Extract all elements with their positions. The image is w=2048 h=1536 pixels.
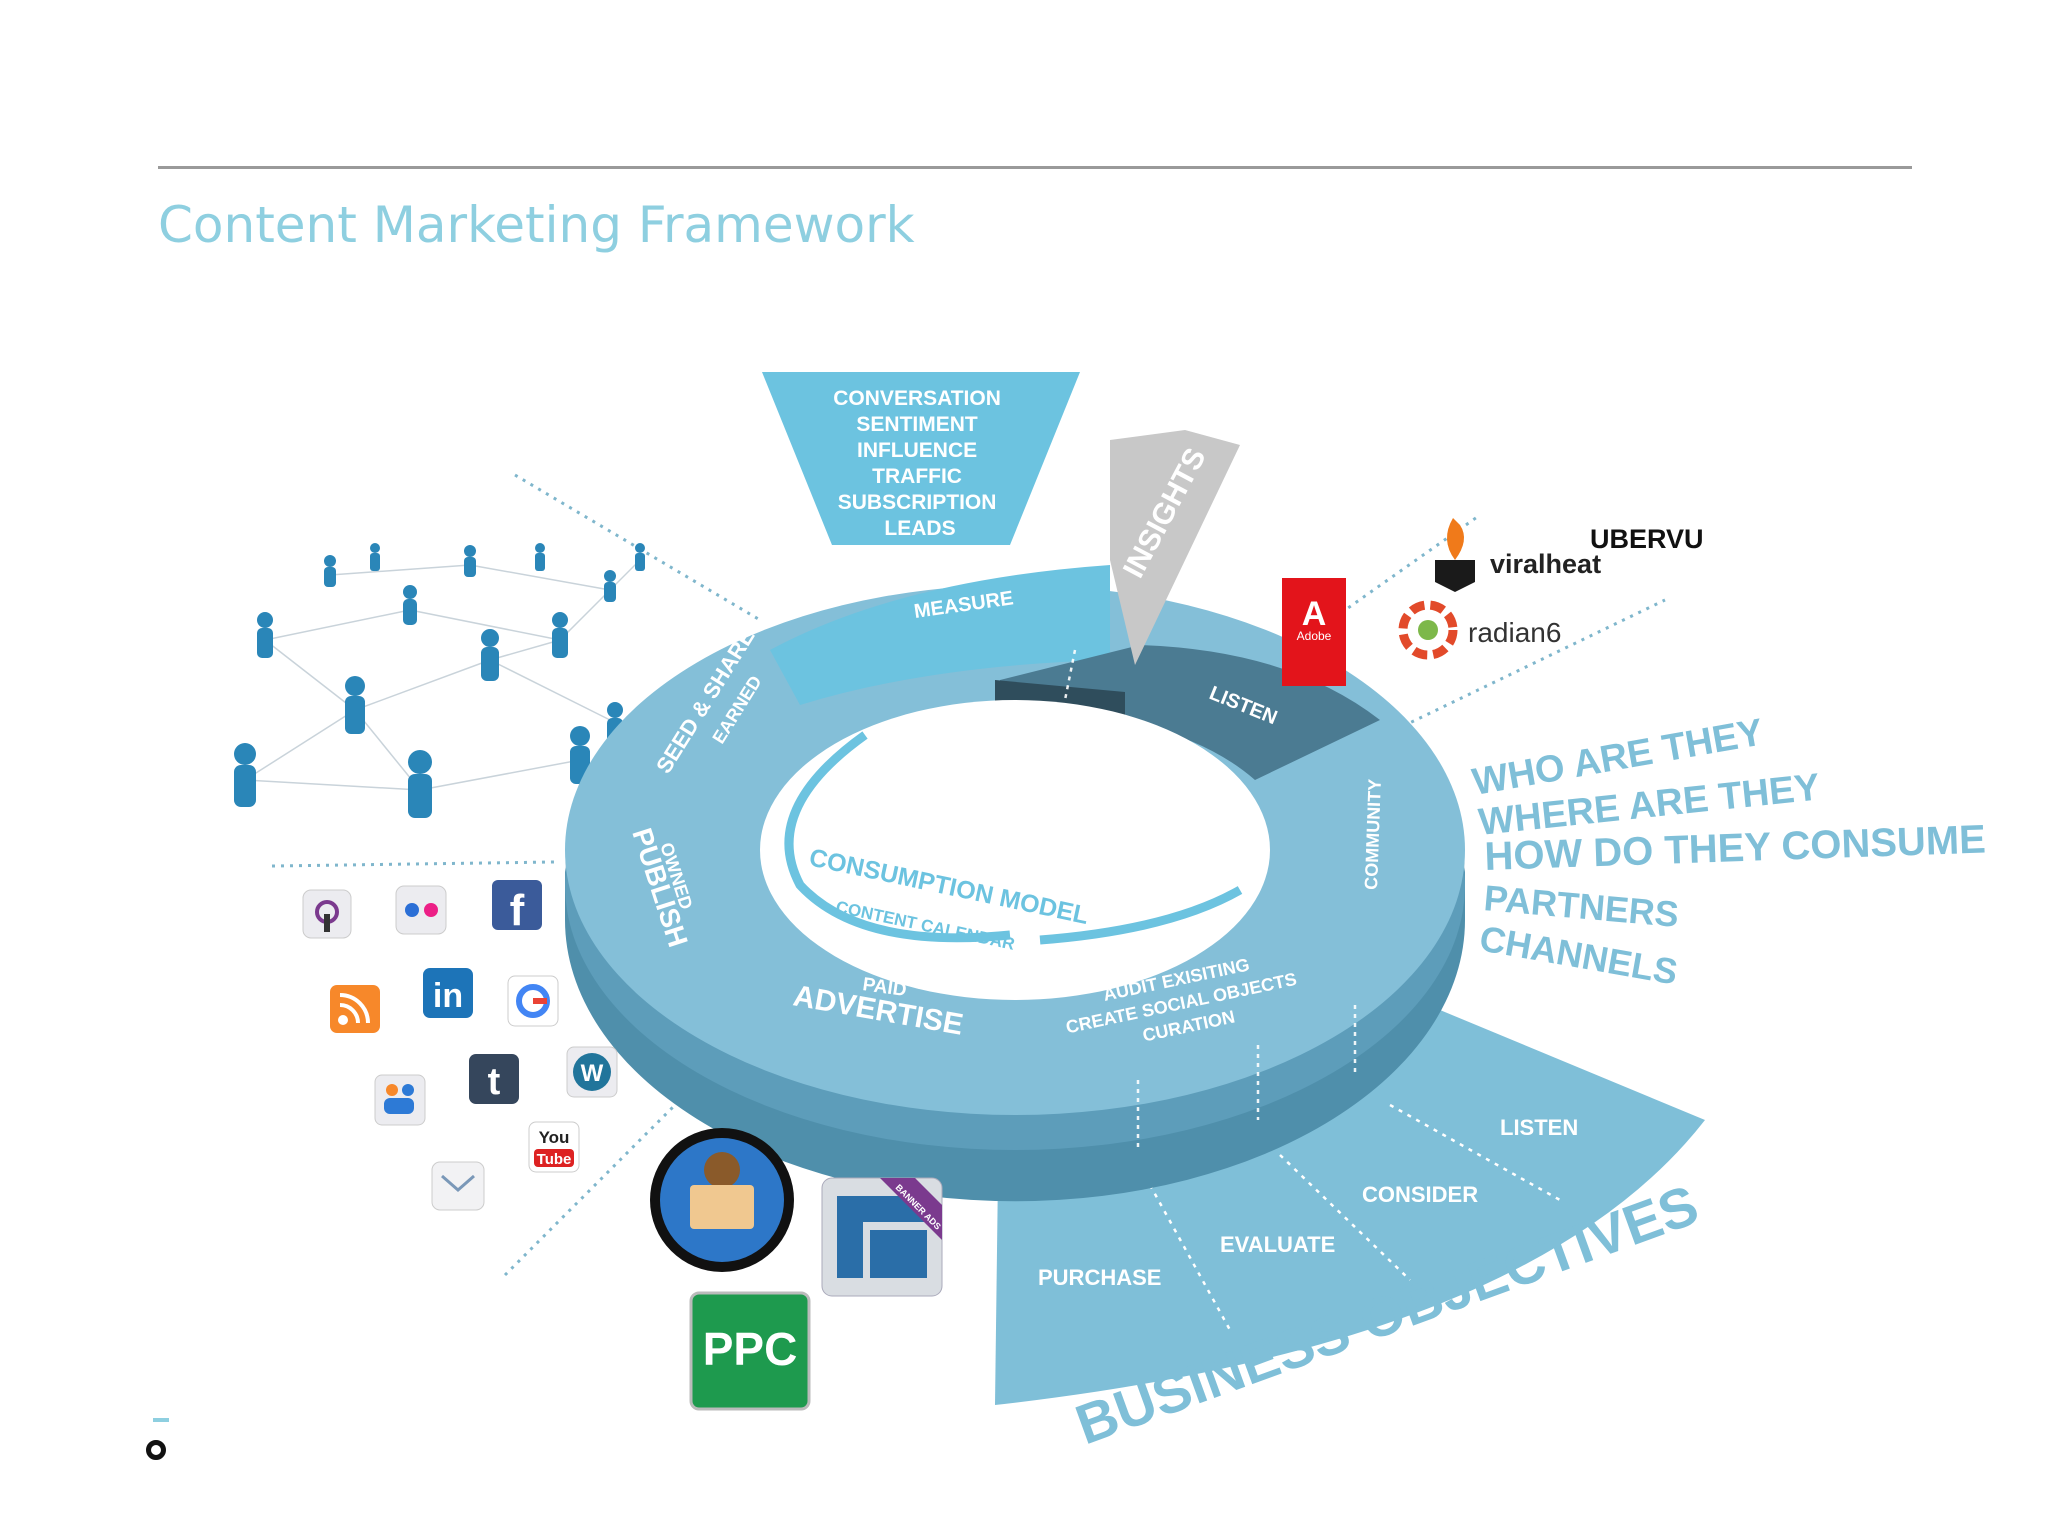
rss-icon <box>330 985 380 1033</box>
svg-text:Adobe: Adobe <box>1297 629 1332 643</box>
svg-text:viralheat: viralheat <box>1490 549 1601 579</box>
community-icon <box>374 1074 426 1126</box>
bo-stage-consider: CONSIDER <box>1362 1182 1478 1207</box>
ring-label-objectives: OBJECTIVES <box>1002 720 1129 742</box>
tumblr-icon: t <box>469 1054 519 1104</box>
svg-text:Tube: Tube <box>537 1151 572 1168</box>
podcast-icon <box>302 889 352 939</box>
metric-leads: LEADS <box>884 517 955 540</box>
audience-questions: WHO ARE THEY WHERE ARE THEY HOW DO THEY … <box>1469 711 1986 992</box>
flickr-icon <box>395 885 447 935</box>
linkedin-icon: in <box>423 968 473 1018</box>
metric-influence: INFLUENCE <box>857 439 977 462</box>
svg-text:CONVERSATION SENTIMENT: CONVERSATION SENTIMENT INFLUENCE TRAFFIC… <box>833 387 1006 540</box>
metric-conversation: CONVERSATION <box>833 387 1001 410</box>
metric-traffic: TRAFFIC <box>872 465 962 488</box>
slide-title: Content Marketing Framework <box>158 196 915 254</box>
viralheat-logo: viralheat <box>1435 518 1601 592</box>
measure-metrics-box: CONVERSATION SENTIMENT INFLUENCE TRAFFIC… <box>762 372 1080 545</box>
bo-stage-evaluate: EVALUATE <box>1220 1232 1335 1257</box>
google-icon <box>507 975 559 1027</box>
svg-text:You: You <box>539 1128 570 1147</box>
people-network-illustration <box>234 543 645 818</box>
svg-text:A: A <box>1302 595 1327 633</box>
footer-accent-dash <box>153 1418 169 1422</box>
facebook-icon: f <box>492 880 542 935</box>
ring-label-community: COMMUNITY <box>1361 779 1385 891</box>
adobe-logo: A Adobe <box>1282 578 1346 686</box>
svg-text:radian6: radian6 <box>1468 617 1561 648</box>
svg-text:UBERVU: UBERVU <box>1590 524 1704 554</box>
svg-text:f: f <box>510 886 525 935</box>
monitoring-tools: A Adobe viralheat UBERVU radian6 <box>1282 518 1704 686</box>
banner-ads-icon: BANNER ADS <box>821 1177 943 1297</box>
svg-text:in: in <box>433 977 463 1015</box>
svg-text:W: W <box>581 1060 604 1087</box>
email-icon <box>431 1161 485 1211</box>
radian6-logo: radian6 <box>1398 600 1561 660</box>
header-rule <box>158 166 1912 169</box>
newspaper-reader-icon <box>650 1128 794 1272</box>
footer-logo-mark <box>146 1440 166 1460</box>
bo-stage-purchase: PURCHASE <box>1038 1265 1161 1290</box>
svg-text:PPC: PPC <box>703 1323 798 1375</box>
metric-subscription: SUBSCRIPTION <box>838 491 997 514</box>
wordpress-icon: W <box>566 1046 618 1098</box>
svg-text:t: t <box>488 1061 501 1103</box>
insights-arrow: INSIGHTS <box>1110 430 1240 665</box>
content-ring: MEASURE OBJECTIVES LISTEN COMMUNITY AUDI… <box>565 565 1465 1202</box>
bo-stage-listen: LISTEN <box>1500 1115 1578 1140</box>
paid-channel-icons: BANNER ADS PPC <box>650 1128 943 1411</box>
metric-sentiment: SENTIMENT <box>856 413 978 436</box>
ubervu-logo: UBERVU <box>1590 524 1704 554</box>
ppc-icon: PPC <box>689 1291 811 1411</box>
